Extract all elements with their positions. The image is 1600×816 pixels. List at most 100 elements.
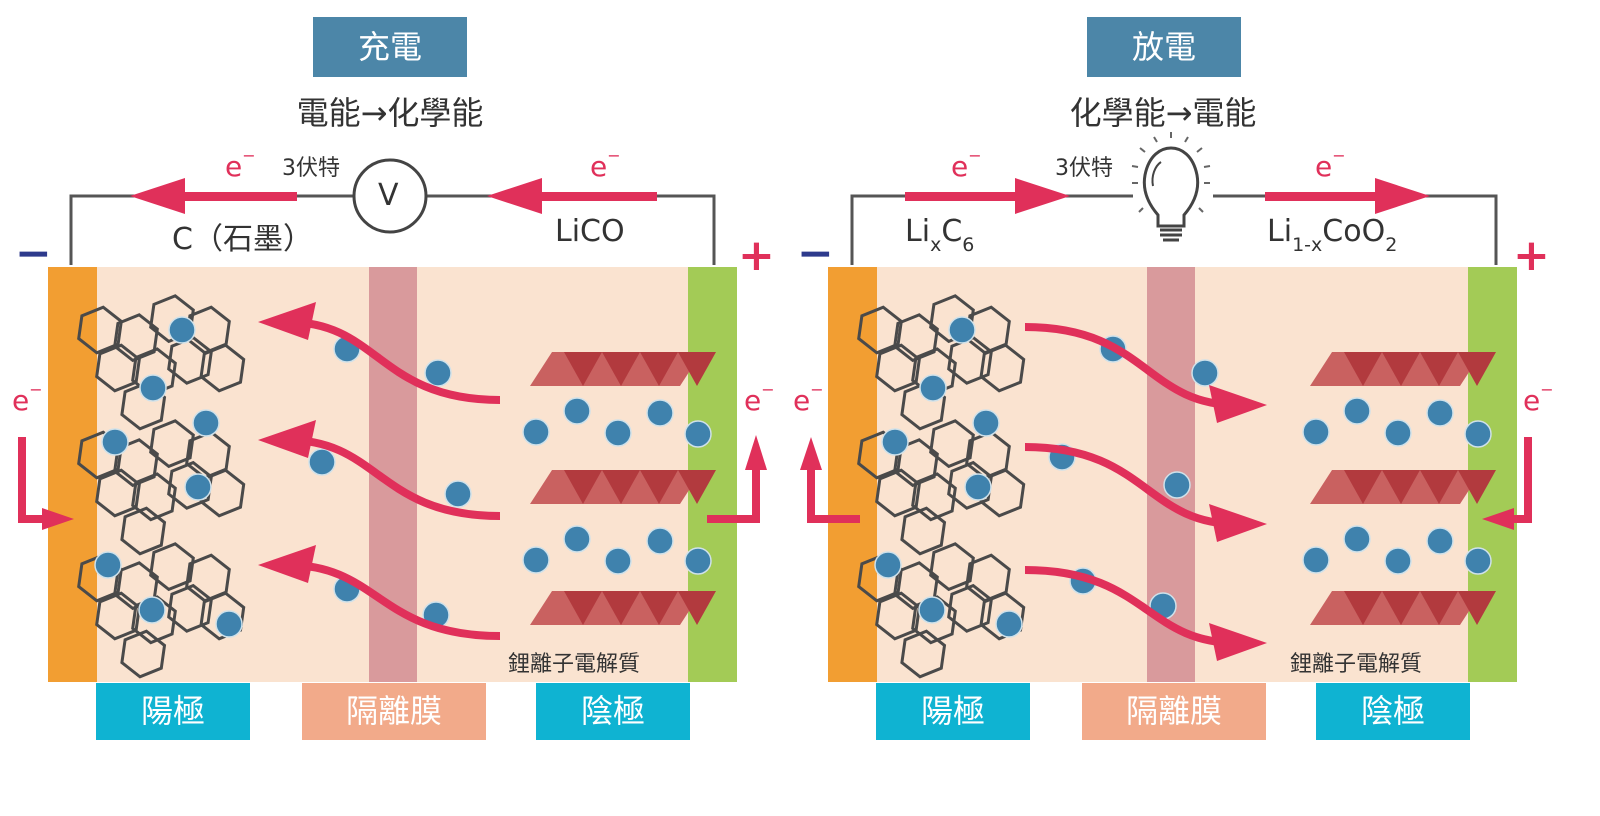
voltmeter-icon bbox=[352, 158, 428, 234]
electron-label: e− bbox=[1315, 146, 1346, 183]
discharge-panel: 放電 化學能→電能 3伏特 e− e− LixC6 Li1-xCoO2 − + … bbox=[793, 0, 1593, 816]
lithium-ion bbox=[646, 527, 674, 555]
oxide-triangle bbox=[1458, 352, 1496, 386]
positive-terminal-sign: + bbox=[1513, 230, 1550, 281]
electron-label: e− bbox=[951, 146, 982, 183]
panel-title: 放電 bbox=[1087, 17, 1241, 77]
graphite-hexagon bbox=[95, 343, 141, 393]
lithium-ion bbox=[964, 473, 992, 501]
charge-panel: 充電 電能→化學能 3伏特 V e− e− C（石墨） LiCO − + e− … bbox=[12, 17, 775, 740]
cathode-label: 陰極 bbox=[536, 683, 690, 740]
cobalt-oxide-layers bbox=[1310, 352, 1496, 625]
lithium-ion bbox=[874, 551, 902, 579]
electrolyte-label: 鋰離子電解質 bbox=[508, 652, 641, 677]
graphite-hexagon bbox=[149, 542, 195, 592]
graphite-hexagon bbox=[875, 468, 921, 518]
oxide-triangle bbox=[1382, 470, 1420, 504]
ion-flow-arrowhead bbox=[1209, 623, 1267, 661]
negative-terminal-sign: − bbox=[797, 228, 834, 279]
lithium-ion bbox=[1302, 418, 1330, 446]
lithium-ion bbox=[1384, 547, 1412, 575]
oxide-triangle bbox=[1420, 470, 1458, 504]
ion-flow-arrow bbox=[1024, 323, 1238, 409]
graphite-hexagon bbox=[149, 419, 195, 469]
energy-conversion: 化學能→電能 bbox=[1069, 94, 1257, 132]
oxide-triangle bbox=[678, 591, 716, 625]
oxide-triangle bbox=[564, 591, 602, 625]
electron-arrow-right bbox=[1265, 178, 1430, 214]
lithium-ion bbox=[1343, 397, 1371, 425]
lithium-ion bbox=[948, 316, 976, 344]
anode-label: 陽極 bbox=[876, 683, 1030, 740]
electron-label: e− bbox=[744, 380, 775, 417]
graphite-hexagon bbox=[199, 343, 246, 393]
lithium-ion bbox=[646, 399, 674, 427]
electron-label: e− bbox=[590, 146, 621, 183]
lithium-ion bbox=[522, 418, 550, 446]
anode-label: 陽極 bbox=[96, 683, 250, 740]
ion-flow-arrowhead bbox=[258, 545, 316, 583]
oxide-triangle bbox=[602, 470, 640, 504]
lithium-ion bbox=[1464, 420, 1492, 448]
oxide-triangle bbox=[678, 352, 716, 386]
graphite-hexagon bbox=[900, 506, 947, 556]
lithium-ion bbox=[684, 547, 712, 575]
light-bulb-icon bbox=[1131, 132, 1211, 242]
electron-label: e− bbox=[793, 380, 824, 417]
electron-arrow-left bbox=[130, 178, 297, 214]
discharge-cell-diagram bbox=[800, 132, 1532, 682]
graphite-hexagon bbox=[893, 313, 939, 363]
oxide-triangle bbox=[1420, 352, 1458, 386]
lithium-ion bbox=[972, 409, 1000, 437]
ion-flow-arrow bbox=[1024, 566, 1238, 647]
graphite-hexagon bbox=[95, 468, 141, 518]
ion-flow-arrow bbox=[1024, 443, 1238, 528]
oxide-triangle bbox=[1382, 352, 1420, 386]
lithium-ion bbox=[563, 525, 591, 553]
anode-current-collector bbox=[828, 267, 877, 682]
voltage-label: 3伏特 bbox=[1055, 156, 1113, 181]
lithium-ion bbox=[444, 480, 472, 508]
lithium-ion bbox=[1191, 359, 1219, 387]
oxide-triangle bbox=[564, 352, 602, 386]
oxide-triangle bbox=[1344, 470, 1382, 504]
ion-flow-arrows bbox=[258, 302, 501, 640]
lithium-ion bbox=[604, 419, 632, 447]
electron-return-arrow-right bbox=[1482, 437, 1532, 530]
cathode-material-label: Li1-xCoO2 bbox=[1267, 214, 1398, 256]
oxide-triangle bbox=[640, 591, 678, 625]
lithium-ion bbox=[918, 596, 946, 624]
graphite-hexagon bbox=[900, 381, 947, 431]
lithium-ion bbox=[1163, 471, 1191, 499]
panel-title: 充電 bbox=[313, 17, 467, 77]
lithium-ion bbox=[522, 546, 550, 574]
graphite-hexagon bbox=[929, 419, 975, 469]
electron-arrow-right bbox=[905, 178, 1070, 214]
graphite-hexagon bbox=[929, 294, 975, 344]
oxide-triangle bbox=[640, 470, 678, 504]
oxide-triangle bbox=[1420, 591, 1458, 625]
oxide-triangle bbox=[602, 591, 640, 625]
lithium-ion bbox=[1384, 419, 1412, 447]
oxide-triangle bbox=[602, 352, 640, 386]
lithium-ion bbox=[919, 374, 947, 402]
ion-flow-arrowhead bbox=[1209, 504, 1267, 542]
anode-current-collector bbox=[48, 267, 97, 682]
charge-cell-diagram bbox=[18, 158, 767, 682]
negative-terminal-sign: − bbox=[15, 228, 52, 279]
oxide-triangle bbox=[564, 470, 602, 504]
lithium-ion bbox=[308, 448, 336, 476]
cathode-material-label: LiCO bbox=[555, 214, 625, 249]
graphite-hexagon bbox=[911, 472, 957, 522]
lithium-ion bbox=[138, 596, 166, 624]
ion-flow-arrow bbox=[287, 561, 501, 640]
ion-flow-arrows bbox=[1024, 323, 1267, 661]
graphite-hexagon bbox=[131, 472, 177, 522]
electrolyte-label: 鋰離子電解質 bbox=[1290, 652, 1423, 677]
lithium-ion bbox=[563, 397, 591, 425]
lithium-ion bbox=[604, 547, 632, 575]
energy-conversion: 電能→化學能 bbox=[296, 94, 484, 132]
oxide-triangle bbox=[1458, 591, 1496, 625]
separator-label: 隔離膜 bbox=[1082, 683, 1266, 740]
lithium-ion bbox=[101, 428, 129, 456]
